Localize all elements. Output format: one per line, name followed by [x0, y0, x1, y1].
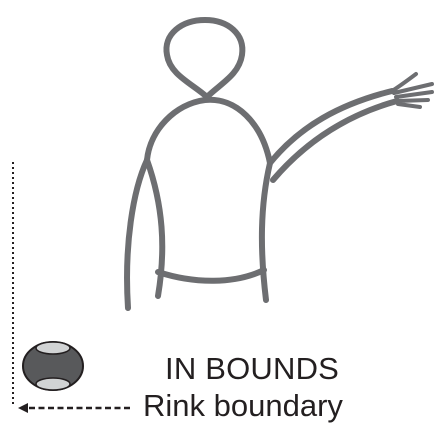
rink-boundary-label: Rink boundary [143, 390, 343, 421]
referee-right-torso [262, 163, 270, 300]
boundary-arrow [18, 403, 130, 413]
referee-waist [158, 270, 264, 281]
ball-bottom-highlight [36, 378, 70, 390]
in-bounds-label: IN BOUNDS [165, 353, 339, 384]
referee-head [166, 20, 242, 97]
ball-top-highlight [36, 342, 70, 354]
referee-pointing-hand [392, 74, 432, 107]
referee-figure [127, 20, 432, 308]
boundary-arrow-head-icon [18, 403, 28, 413]
ball-icon [23, 342, 83, 390]
referee-left-arm [127, 160, 147, 308]
referee-shoulders [147, 100, 270, 163]
